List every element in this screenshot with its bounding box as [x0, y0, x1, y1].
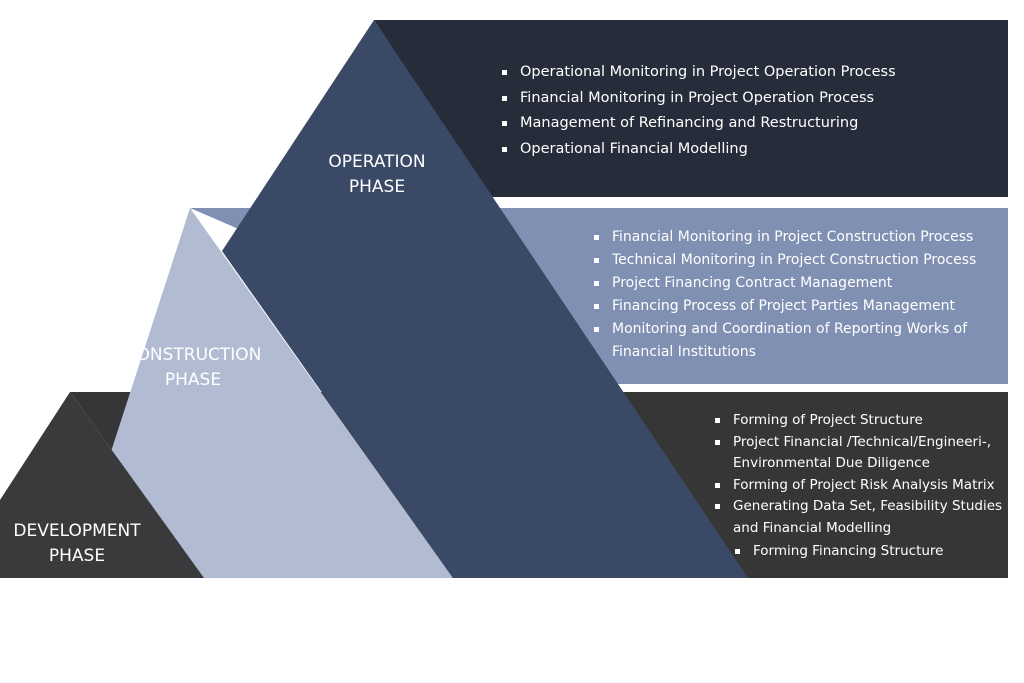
list-item: Financing Process of Project Parties Man… [592, 295, 1002, 318]
development-activities-list: Forming of Project Structure Project Fin… [713, 410, 1013, 563]
operation-band [374, 20, 1008, 197]
list-sub-item: Forming Financing Structure [733, 541, 1013, 563]
list-item: Monitoring and Coordination of Reporting… [592, 318, 1002, 364]
list-item: Technical Monitoring in Project Construc… [592, 249, 1002, 272]
construction-activities-list: Financial Monitoring in Project Construc… [592, 226, 1002, 364]
list-item: Forming of Project Structure [713, 410, 1013, 432]
list-item: Operational Financial Modelling [500, 137, 960, 163]
list-item: Financial Monitoring in Project Construc… [592, 226, 1002, 249]
list-item: Generating Data Set, Feasibility Studies… [713, 496, 1013, 539]
list-item: Project Financing Contract Management [592, 272, 1002, 295]
list-item: Operational Monitoring in Project Operat… [500, 60, 960, 86]
operation-phase-title: OPERATION PHASE [328, 152, 426, 197]
list-item: Forming of Project Risk Analysis Matrix [713, 475, 1013, 497]
development-phase-title: DEVELOPMENT PHASE [13, 521, 141, 566]
operation-triangle [222, 20, 748, 578]
construction-phase-title: CONSTRUCTION PHASE [124, 345, 262, 390]
operation-activities-list: Operational Monitoring in Project Operat… [500, 60, 960, 162]
list-item: Financial Monitoring in Project Operatio… [500, 86, 960, 112]
construction-triangle [70, 208, 453, 578]
list-item: Project Financial /Technical/Engineeri-,… [713, 432, 1013, 475]
list-item: Management of Refinancing and Restructur… [500, 111, 960, 137]
development-triangle [0, 392, 204, 578]
